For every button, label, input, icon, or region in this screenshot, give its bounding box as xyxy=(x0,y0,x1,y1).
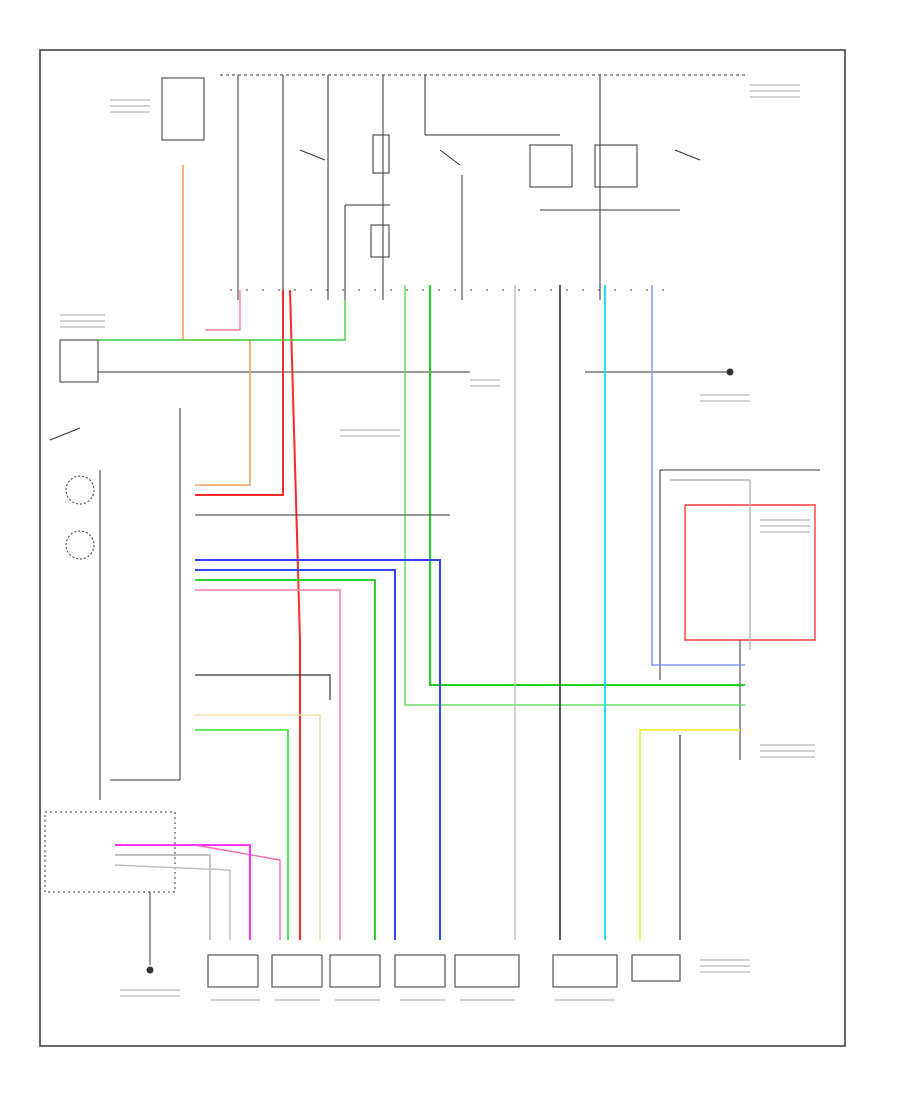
wire-tan xyxy=(195,714,321,940)
wire-blue-light xyxy=(651,285,745,666)
wire-yellow xyxy=(639,729,740,940)
diagram-frame xyxy=(39,49,846,1047)
wire-red-right xyxy=(684,504,816,641)
wire-gray-5 xyxy=(670,479,751,650)
bottom-components xyxy=(207,954,681,988)
wire-pink-2 xyxy=(195,589,341,940)
wire-gray-2 xyxy=(115,854,211,940)
wire-magenta xyxy=(115,844,251,940)
left-controls xyxy=(44,339,470,974)
wire-green-1 xyxy=(404,285,745,706)
wire-black-2 xyxy=(195,674,331,700)
wire-pink-3 xyxy=(194,844,281,940)
wires xyxy=(98,165,816,940)
label-scribbles xyxy=(60,84,815,1001)
wire-red-2 xyxy=(289,289,301,940)
wire-gray-3 xyxy=(114,864,231,940)
wire-green-3 xyxy=(195,579,376,940)
right-module xyxy=(585,368,820,760)
wire-blue-2 xyxy=(195,569,396,940)
fuse-block xyxy=(161,74,745,300)
wire-red xyxy=(195,290,284,496)
wire-green-4 xyxy=(195,729,289,940)
wire-green-top xyxy=(98,300,346,341)
wire-pink xyxy=(205,290,241,331)
wire-blue-1 xyxy=(195,559,441,940)
wire-green-2 xyxy=(429,285,745,686)
